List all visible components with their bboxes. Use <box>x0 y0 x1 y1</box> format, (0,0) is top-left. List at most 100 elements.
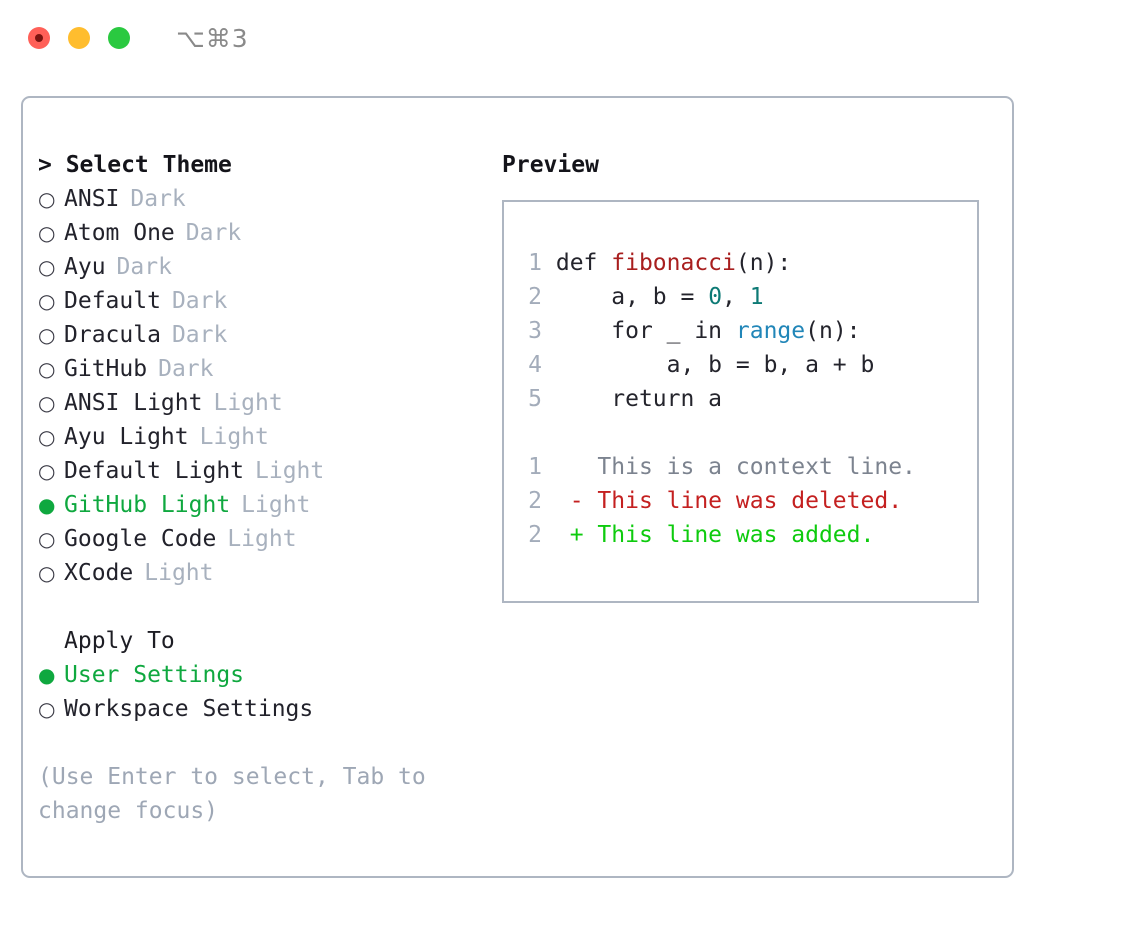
apply-to-section: Apply To ● User Settings ○ Workspace Settin… <box>38 624 493 726</box>
line-number: 2 <box>528 284 542 310</box>
theme-option-google-code[interactable]: ○ Google Code Light <box>38 522 493 556</box>
apply-to-list[interactable]: ● User Settings ○ Workspace Settings <box>38 658 493 726</box>
theme-option-label: Ayu <box>64 254 106 280</box>
diff-text: This line was added. <box>597 522 875 548</box>
apply-to-header: Apply To <box>64 628 175 654</box>
theme-option-atom-one[interactable]: ○ Atom One Dark <box>38 216 493 250</box>
theme-option-label: GitHub Light <box>64 492 231 518</box>
theme-option-default-light[interactable]: ○ Default Light Light <box>38 454 493 488</box>
code-token-plain: , <box>722 284 750 310</box>
radio-unselected-icon: ○ <box>38 221 56 245</box>
theme-option-label: ANSI <box>64 186 120 212</box>
radio-unselected-icon: ○ <box>38 697 56 721</box>
theme-option-tag: Light <box>199 424 269 450</box>
radio-selected-icon: ● <box>38 663 56 687</box>
theme-option-tag: Dark <box>158 356 214 382</box>
radio-unselected-icon: ○ <box>38 323 56 347</box>
theme-option-github[interactable]: ○ GitHub Dark <box>38 352 493 386</box>
apply-option-workspace-settings[interactable]: ○ Workspace Settings <box>38 692 493 726</box>
theme-option-tag: Light <box>144 560 214 586</box>
preview-header: Preview <box>502 152 599 178</box>
code-line: 5 return a <box>522 382 916 416</box>
code-token-num: 0 <box>708 284 723 310</box>
theme-option-tag: Dark <box>171 288 228 314</box>
apply-option-label: User Settings <box>64 662 245 688</box>
radio-unselected-icon: ○ <box>38 391 56 415</box>
code-token-plain: (n): <box>805 318 861 344</box>
close-window-button[interactable] <box>28 27 50 49</box>
line-number: 4 <box>528 352 542 378</box>
radio-unselected-icon: ○ <box>38 357 56 381</box>
theme-option-tag: Dark <box>171 322 228 348</box>
radio-unselected-icon: ○ <box>38 289 56 313</box>
apply-option-label: Workspace Settings <box>64 696 314 722</box>
theme-option-tag: Dark <box>116 254 172 280</box>
code-line: 2 a, b = 0, 1 <box>522 280 916 314</box>
radio-unselected-icon: ○ <box>38 459 56 483</box>
diff-marker <box>570 454 598 480</box>
theme-option-label: ANSI Light <box>64 390 203 416</box>
code-token-plain: a, b = b, a + b <box>555 352 875 378</box>
theme-option-label: Default <box>64 288 161 314</box>
radio-unselected-icon: ○ <box>38 255 56 279</box>
radio-unselected-icon: ○ <box>38 561 56 585</box>
code-token-fn: fibonacci <box>611 250 736 276</box>
line-number: 1 <box>528 250 542 276</box>
theme-option-tag: Light <box>213 390 283 416</box>
theme-option-label: Atom One <box>64 220 175 246</box>
theme-option-tag: Dark <box>130 186 186 212</box>
diff-marker: - <box>569 488 598 514</box>
code-token-plain: a, b = <box>555 284 709 310</box>
theme-option-label: GitHub <box>64 356 148 382</box>
radio-selected-icon: ● <box>38 493 56 517</box>
theme-option-tag: Light <box>255 458 325 484</box>
code-token-plain: for _ in <box>555 318 736 344</box>
code-token-plain: def <box>555 250 612 276</box>
theme-option-tag: Light <box>227 526 297 552</box>
diff-line-add: 2 + This line was added. <box>522 518 916 552</box>
code-token-plain: return a <box>555 386 723 412</box>
diff-line-ctx: 1 This is a context line. <box>522 450 916 484</box>
apply-option-user-settings[interactable]: ● User Settings <box>38 658 493 692</box>
theme-option-label: Ayu Light <box>64 424 189 450</box>
select-theme-header: > Select Theme <box>38 152 232 178</box>
theme-option-tag: Light <box>241 492 311 518</box>
minimize-window-button[interactable] <box>68 27 90 49</box>
keyboard-hint-text: (Use Enter to select, Tab to change focu… <box>38 764 440 824</box>
theme-option-xcode[interactable]: ○ XCode Light <box>38 556 493 590</box>
theme-option-tag: Dark <box>185 220 242 246</box>
code-line: 1 def fibonacci(n): <box>522 246 916 280</box>
theme-option-label: Google Code <box>64 526 217 552</box>
diff-line-del: 2 - This line was deleted. <box>522 484 916 518</box>
theme-option-label: XCode <box>64 560 134 586</box>
radio-unselected-icon: ○ <box>38 425 56 449</box>
theme-option-default[interactable]: ○ Default Dark <box>38 284 493 318</box>
theme-option-ayu[interactable]: ○ Ayu Dark <box>38 250 493 284</box>
code-line: 4 a, b = b, a + b <box>522 348 916 382</box>
diff-text: This line was deleted. <box>597 488 903 514</box>
code-token-num: 1 <box>749 284 764 310</box>
zoom-window-button[interactable] <box>108 27 130 49</box>
theme-option-ansi-light[interactable]: ○ ANSI Light Light <box>38 386 493 420</box>
keyboard-shortcut-label: ⌥⌘3 <box>176 23 249 53</box>
line-number: 1 <box>528 454 542 480</box>
code-spacer <box>522 416 916 450</box>
code-token-call: range <box>735 318 806 344</box>
code-token-plain: (n): <box>735 250 792 276</box>
line-number: 3 <box>528 318 542 344</box>
radio-unselected-icon: ○ <box>38 527 56 551</box>
theme-option-github-light[interactable]: ● GitHub Light Light <box>38 488 493 522</box>
preview-column: Preview 1 def fibonacci(n):2 a, b = 0, 1… <box>502 148 1002 603</box>
title-bar: ⌥⌘3 <box>0 0 1140 76</box>
theme-option-label: Default Light <box>64 458 245 484</box>
line-number: 2 <box>528 488 542 514</box>
theme-option-ayu-light[interactable]: ○ Ayu Light Light <box>38 420 493 454</box>
